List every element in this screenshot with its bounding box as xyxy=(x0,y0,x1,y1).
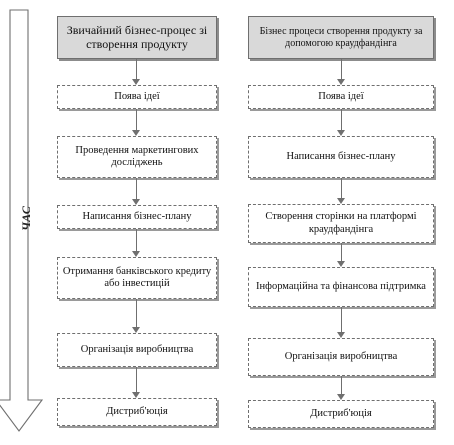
left-connector-4 xyxy=(136,229,137,251)
right-step-business-plan-text: Написання бізнес-плану xyxy=(286,150,396,162)
left-step-marketing-research-text: Проведення маркетингових досліджень xyxy=(75,144,199,168)
right-connector-3 xyxy=(341,178,342,198)
right-connector-6 xyxy=(341,376,342,394)
right-step-crowdfunding-page-text: Створення сторінки на платформі краудфан… xyxy=(265,211,417,235)
left-step-business-plan-text: Написання бізнес-плану xyxy=(82,210,192,222)
right-step-distribution-text: Дистриб'юція xyxy=(310,407,372,419)
left-step-marketing-research: Проведення маркетингових досліджень xyxy=(57,136,217,178)
right-step-business-plan: Написання бізнес-плану xyxy=(248,136,434,178)
left-step-idea-text: Поява ідеї xyxy=(114,90,160,102)
left-column-header: Звичайний бізнес-процес зі створення про… xyxy=(57,16,217,59)
left-connector-4-arrow-icon xyxy=(132,251,140,257)
right-column-header-text: Бізнес процеси створення продукту за доп… xyxy=(259,26,423,49)
left-connector-1-arrow-icon xyxy=(132,79,140,85)
right-connector-2 xyxy=(341,109,342,130)
time-axis-label: ЧАС xyxy=(17,188,35,248)
right-column-header: Бізнес процеси створення продукту за доп… xyxy=(248,16,434,59)
left-connector-1 xyxy=(136,59,137,79)
right-step-production-organization: Організація виробництва xyxy=(248,338,434,376)
left-connector-6-arrow-icon xyxy=(132,392,140,398)
right-connector-5 xyxy=(341,307,342,332)
left-step-business-plan: Написання бізнес-плану xyxy=(57,205,217,229)
left-column-header-text: Звичайний бізнес-процес зі створення про… xyxy=(66,22,208,51)
left-connector-2 xyxy=(136,109,137,130)
left-connector-6 xyxy=(136,367,137,392)
right-connector-3-arrow-icon xyxy=(337,198,345,204)
time-arrow xyxy=(0,9,44,432)
left-step-distribution-text: Дистриб'юція xyxy=(106,405,168,417)
right-connector-6-arrow-icon xyxy=(337,394,345,400)
left-connector-2-arrow-icon xyxy=(132,130,140,136)
left-step-production-organization-text: Організація виробництва xyxy=(80,343,194,355)
left-step-bank-credit-or-investment-text: Отримання банківського кредиту або інвес… xyxy=(62,265,212,289)
right-connector-4 xyxy=(341,243,342,261)
right-connector-1-arrow-icon xyxy=(337,79,345,85)
right-connector-5-arrow-icon xyxy=(337,332,345,338)
left-connector-5-arrow-icon xyxy=(132,327,140,333)
right-step-information-financial-support: Інформаційна та фінансова підтримка xyxy=(248,267,434,307)
right-step-distribution: Дистриб'юція xyxy=(248,400,434,428)
left-connector-3 xyxy=(136,178,137,199)
left-step-bank-credit-or-investment: Отримання банківського кредиту або інвес… xyxy=(57,257,217,299)
left-step-distribution: Дистриб'юція xyxy=(57,398,217,426)
right-step-idea: Поява ідеї xyxy=(248,85,434,109)
left-connector-5 xyxy=(136,299,137,327)
right-step-information-financial-support-text: Інформаційна та фінансова підтримка xyxy=(256,280,426,292)
right-step-production-organization-text: Організація виробництва xyxy=(284,350,398,362)
left-connector-3-arrow-icon xyxy=(132,199,140,205)
left-step-production-organization: Організація виробництва xyxy=(57,333,217,367)
right-step-crowdfunding-page: Створення сторінки на платформі краудфан… xyxy=(248,204,434,243)
right-connector-1 xyxy=(341,59,342,79)
time-arrow-shape xyxy=(0,9,44,432)
left-step-idea: Поява ідеї xyxy=(57,85,217,109)
time-axis-text: ЧАС xyxy=(18,205,33,231)
right-connector-4-arrow-icon xyxy=(337,261,345,267)
right-step-idea-text: Поява ідеї xyxy=(318,90,364,102)
right-connector-2-arrow-icon xyxy=(337,130,345,136)
